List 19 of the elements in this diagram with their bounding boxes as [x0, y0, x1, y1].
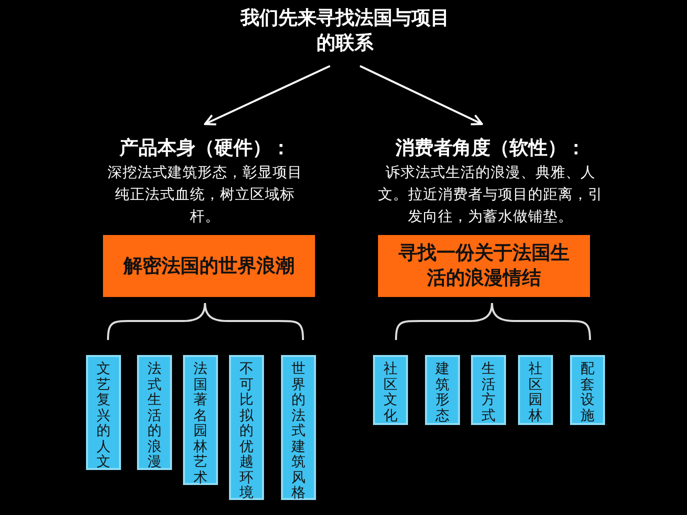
- category-box: 社区文化: [373, 355, 408, 425]
- category-box: 生活方式: [471, 355, 506, 425]
- heading-text: 消费者角度（软性）：: [394, 136, 586, 160]
- highlight-box: 解密法国的世界浪潮: [103, 235, 315, 297]
- arrow: [360, 65, 483, 126]
- category-box: 法国著名园林艺术: [183, 355, 218, 485]
- category-box: 文艺复兴的人文: [86, 355, 121, 470]
- category-box: 建筑形态: [425, 355, 460, 425]
- title-text: 我们先来寻找法国与项目的联系: [240, 6, 450, 58]
- category-box: 配套设施: [570, 355, 605, 425]
- arrow: [204, 65, 330, 126]
- category-box: 法式生活的浪漫: [137, 355, 172, 470]
- category-box: 不可比拟的优越环境: [229, 355, 264, 500]
- category-box: 社区园林: [518, 355, 553, 425]
- category-box: 世界的法式建筑风格: [281, 355, 316, 500]
- heading-text: 产品本身（硬件）：: [118, 136, 292, 160]
- body-text: 诉求法式生活的浪漫、典雅、人文。拉近消费者与项目的距离，引发向往，为蓄水做铺垫。: [378, 164, 603, 227]
- highlight-box: 寻找一份关于法国生活的浪漫情结: [378, 235, 590, 297]
- body-text: 深挖法式建筑形态，彰显项目纯正法式血统，树立区域标杆。: [106, 164, 304, 227]
